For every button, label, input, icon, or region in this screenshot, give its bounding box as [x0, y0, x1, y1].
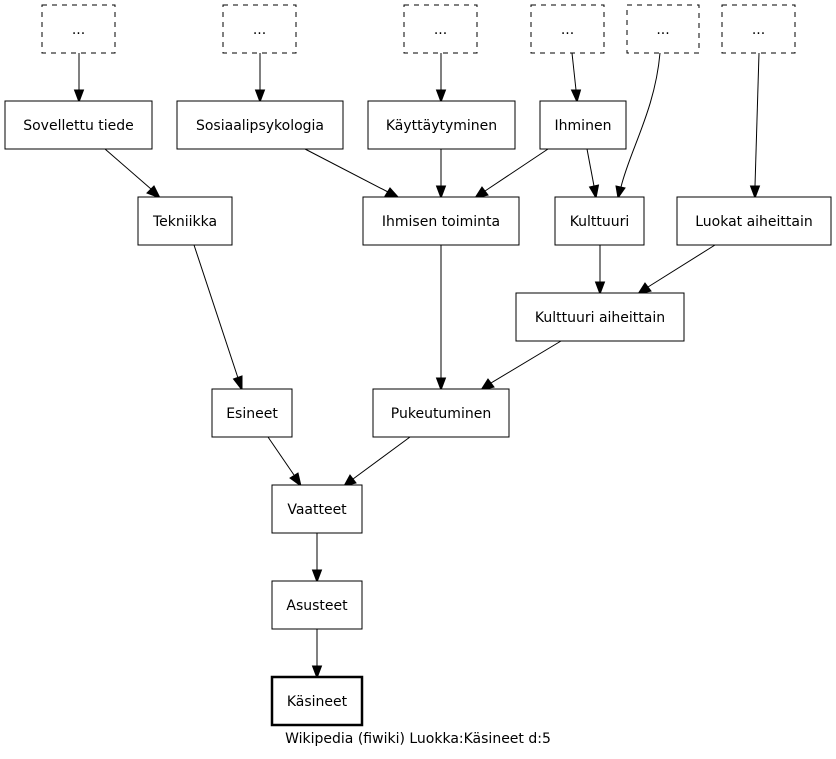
edge-sosiaalipsykologia-to-ihmisen-toiminta: [304, 148, 401, 199]
node-tekniikka[interactable]: Tekniikka: [137, 196, 233, 246]
edge-pukeutuminen-to-vaatteet: [343, 436, 411, 487]
node-more-5[interactable]: ...: [626, 4, 700, 54]
node-sosiaalipsykologia[interactable]: Sosiaalipsykologia: [176, 100, 344, 150]
node-ihminen[interactable]: Ihminen: [539, 100, 627, 150]
node-more-2[interactable]: ...: [222, 4, 297, 54]
node-kayttaytyminen-label: Käyttäytyminen: [386, 118, 497, 134]
graph-caption: Wikipedia (fiwiki) Luokka:Käsineet d:5: [285, 731, 551, 747]
node-pukeutuminen[interactable]: Pukeutuminen: [372, 388, 510, 438]
node-vaatteet-label: Vaatteet: [287, 502, 347, 518]
node-tekniikka-label: Tekniikka: [152, 214, 217, 230]
edge-ihminen-to-ihmisen-toiminta: [473, 148, 549, 199]
edge-kayttaytyminen-to-ihmisen-toiminta: [435, 149, 447, 200]
node-sovellettu-tiede-label: Sovellettu tiede: [23, 118, 134, 134]
node-more-1[interactable]: ...: [41, 4, 116, 54]
node-kulttuuri-aiheittain-label: Kulttuuri aiheittain: [535, 310, 665, 326]
node-asusteet-label: Asusteet: [286, 598, 348, 614]
node-more-3[interactable]: ...: [403, 4, 478, 54]
edges: [73, 52, 761, 680]
node-luokat-aiheittain[interactable]: Luokat aiheittain: [676, 196, 832, 246]
node-ihminen-label: Ihminen: [555, 118, 612, 134]
node-kayttaytyminen[interactable]: Käyttäytyminen: [367, 100, 516, 150]
edge-asusteet-to-kasineet: [311, 629, 323, 680]
edge-kulttuuri-aiheittain-to-pukeutuminen: [479, 340, 562, 391]
node-more-5-label: ...: [656, 22, 669, 38]
edge-more-3-to-kayttaytyminen: [435, 53, 447, 104]
node-ihmisen-toiminta[interactable]: Ihmisen toiminta: [362, 196, 520, 246]
nodes: ... ... ... ... ... ... Sovellettu tiede: [4, 4, 832, 727]
edge-ihminen-to-kulttuuri: [586, 148, 600, 200]
node-more-6-label: ...: [752, 22, 765, 38]
edge-more-1-to-sovellettu-tiede: [73, 53, 85, 104]
node-esineet[interactable]: Esineet: [211, 388, 293, 438]
edge-esineet-to-vaatteet: [267, 436, 302, 488]
edge-sovellettu-tiede-to-tekniikka: [104, 148, 162, 199]
node-more-6[interactable]: ...: [721, 4, 796, 54]
node-kulttuuri-aiheittain[interactable]: Kulttuuri aiheittain: [515, 292, 685, 342]
node-vaatteet[interactable]: Vaatteet: [271, 484, 363, 534]
node-esineet-label: Esineet: [226, 406, 278, 422]
edge-more-4-to-ihminen: [570, 52, 582, 104]
node-kasineet-label: Käsineet: [287, 694, 348, 710]
node-more-3-label: ...: [434, 22, 447, 38]
node-sovellettu-tiede[interactable]: Sovellettu tiede: [4, 100, 153, 150]
node-luokat-aiheittain-label: Luokat aiheittain: [695, 214, 813, 230]
node-asusteet[interactable]: Asusteet: [271, 580, 363, 630]
edge-ihmisen-toiminta-to-pukeutuminen: [435, 245, 447, 392]
node-sosiaalipsykologia-label: Sosiaalipsykologia: [196, 118, 324, 134]
edge-more-2-to-sosiaalipsykologia: [254, 53, 266, 104]
node-ihmisen-toiminta-label: Ihmisen toiminta: [382, 214, 500, 230]
node-kasineet[interactable]: Käsineet: [270, 675, 364, 727]
node-more-4[interactable]: ...: [530, 4, 605, 54]
node-kulttuuri[interactable]: Kulttuuri: [554, 196, 645, 246]
node-more-1-label: ...: [72, 22, 85, 38]
edge-more-6-to-luokat-aiheittain: [749, 52, 761, 200]
node-more-2-label: ...: [253, 22, 266, 38]
edge-kulttuuri-to-kulttuuri-aiheittain: [594, 245, 606, 296]
node-more-4-label: ...: [561, 22, 574, 38]
node-kulttuuri-label: Kulttuuri: [570, 214, 630, 230]
edge-more-5-to-kulttuuri: [615, 52, 661, 200]
edge-vaatteet-to-asusteet: [311, 533, 323, 584]
node-pukeutuminen-label: Pukeutuminen: [391, 406, 491, 422]
edge-luokat-aiheittain-to-kulttuuri-aiheittain: [636, 244, 716, 295]
edge-tekniikka-to-esineet: [193, 244, 243, 392]
